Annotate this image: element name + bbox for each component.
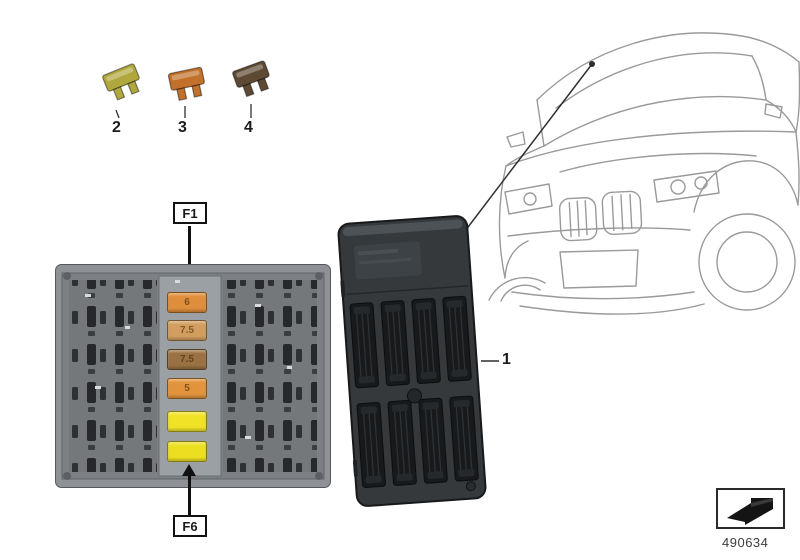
fuse-carrier-photo: 6 7.5 7.5 5 bbox=[55, 264, 331, 488]
location-leader-line bbox=[461, 61, 595, 236]
fuse-marking: 6 bbox=[184, 297, 190, 308]
fuse-chip-2: 7.5 bbox=[167, 320, 207, 341]
module-body bbox=[337, 215, 487, 507]
fuse-chip-5 bbox=[167, 411, 207, 432]
callout-1[interactable]: 1 bbox=[502, 351, 511, 368]
fuse-chip-6 bbox=[167, 441, 207, 462]
fuse-chip-1: 6 bbox=[167, 292, 207, 313]
fuse-chip-4: 5 bbox=[167, 378, 207, 399]
f6-arrow-head bbox=[182, 464, 196, 476]
mini-fuse-icon-4 bbox=[231, 59, 275, 99]
legend-fuses bbox=[101, 59, 275, 119]
drawing-number: 490634 bbox=[722, 535, 769, 550]
legend-pointer-lines bbox=[115, 104, 252, 119]
fuse-marking: 7.5 bbox=[180, 325, 194, 336]
mini-fuse-icon-3 bbox=[167, 66, 208, 102]
callout-2[interactable]: 2 bbox=[112, 119, 121, 136]
f6-arrow-shaft bbox=[188, 476, 191, 515]
callout-4[interactable]: 4 bbox=[244, 119, 253, 136]
f1-arrow-shaft bbox=[188, 226, 191, 282]
fuse-marking: 7.5 bbox=[180, 354, 194, 365]
fuse-position-label-f1[interactable]: F1 bbox=[173, 202, 207, 224]
body-domain-controller bbox=[336, 214, 488, 509]
f1-label-text: F1 bbox=[182, 205, 198, 221]
page-turn-icon bbox=[726, 497, 773, 525]
fuse-chip-3: 7.5 bbox=[167, 349, 207, 370]
fuse-position-label-f6[interactable]: F6 bbox=[173, 515, 207, 537]
page-reference-button[interactable] bbox=[716, 488, 785, 529]
callout-3[interactable]: 3 bbox=[178, 119, 187, 136]
carrier-markings bbox=[85, 280, 292, 439]
fuse-marking: 5 bbox=[184, 383, 190, 394]
f6-label-text: F6 bbox=[182, 518, 198, 534]
mini-fuse-icon-2 bbox=[101, 62, 145, 103]
car-front-line-drawing bbox=[488, 32, 800, 315]
